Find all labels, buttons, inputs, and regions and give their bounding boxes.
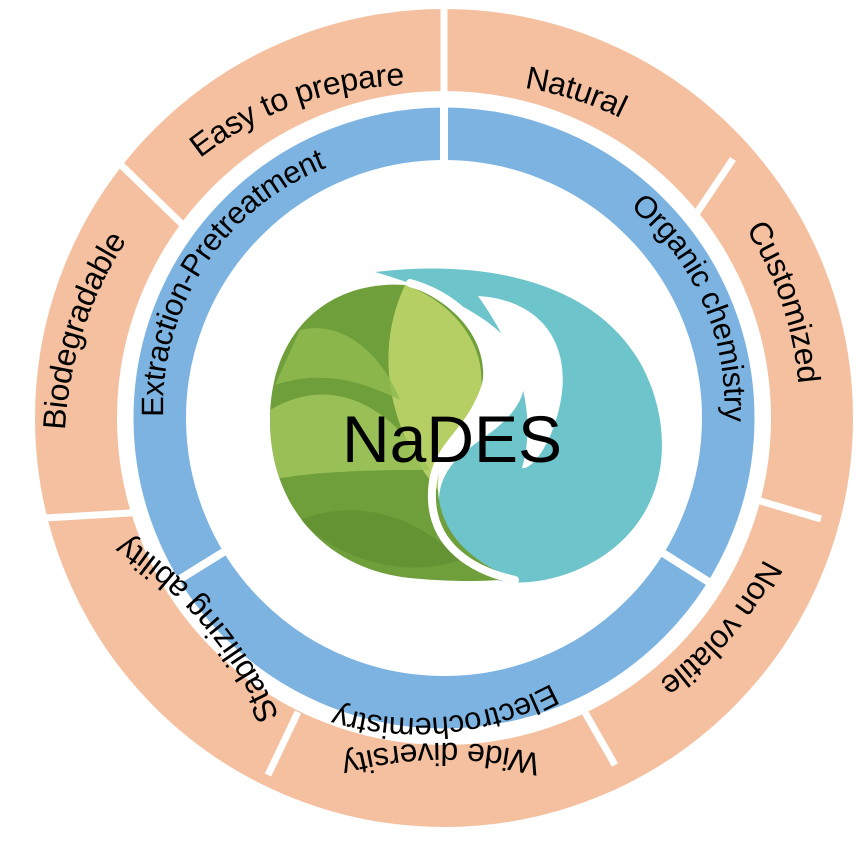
nades-logo xyxy=(270,268,662,584)
divider xyxy=(44,508,147,522)
teal-drop xyxy=(375,268,662,583)
inner-ring-dividers xyxy=(169,100,715,588)
divider xyxy=(575,700,619,767)
divider xyxy=(652,544,715,588)
center-title: NaDES xyxy=(342,402,562,476)
inner-ring xyxy=(130,100,758,732)
divider xyxy=(739,491,822,523)
logo-divider-curve xyxy=(406,279,519,584)
outer-ring-dividers xyxy=(44,8,822,777)
outer-ring xyxy=(35,8,853,827)
divider xyxy=(264,710,302,777)
divider xyxy=(169,544,233,588)
divider xyxy=(117,161,190,232)
teal-highlight xyxy=(478,296,563,469)
divider xyxy=(687,157,736,225)
leaf-shading xyxy=(270,285,482,568)
